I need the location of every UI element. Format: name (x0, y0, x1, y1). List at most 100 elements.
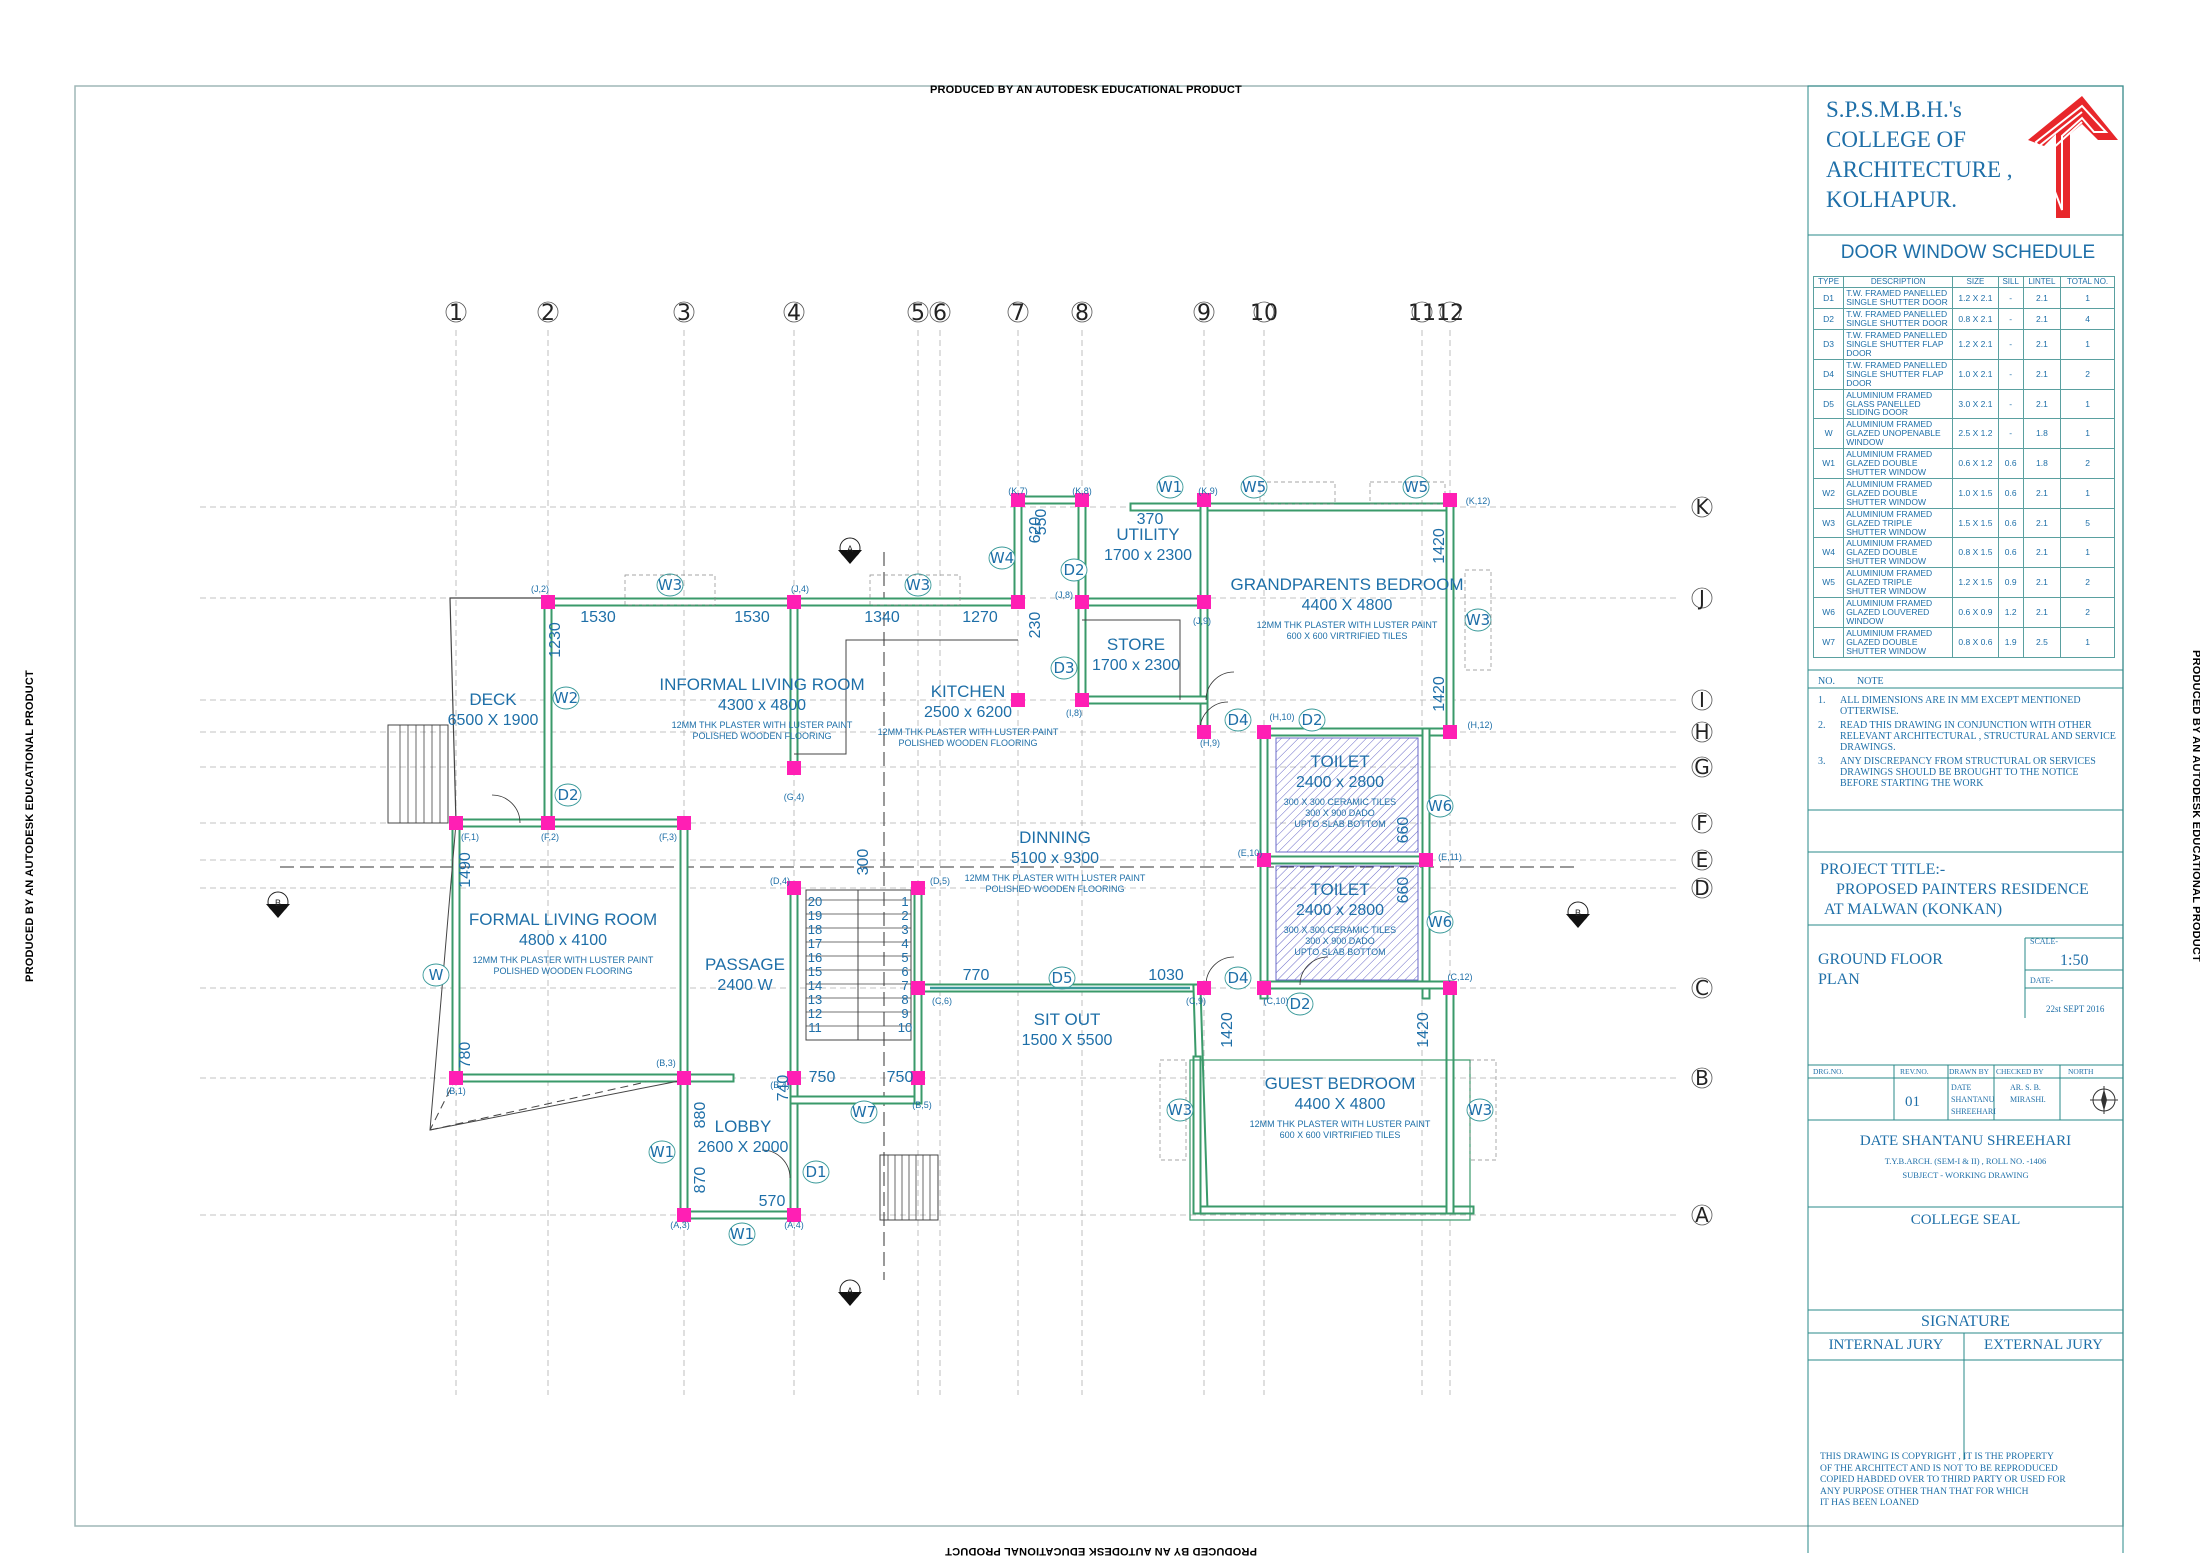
room-name: TOILET (1310, 752, 1369, 771)
schedule-cell: 1.8 (2022, 448, 2062, 479)
schedule-cell: 1.2 X 2.1 (1952, 287, 1999, 310)
grid-bubble (929, 301, 951, 323)
college-line: S.P.S.M.B.H.'s (1826, 97, 1962, 122)
window-outline (624, 574, 716, 606)
project-title-line: PROPOSED PAINTERS RESIDENCE (1836, 881, 2089, 898)
column (541, 595, 555, 609)
door-swing (761, 1149, 791, 1179)
grid-row-label: B (1695, 1066, 1709, 1090)
ramp-line (429, 1081, 647, 1131)
room-name: STORE (1107, 635, 1165, 654)
grid-column-label: 12 (1436, 301, 1464, 326)
opening-tag-icon (988, 546, 1016, 570)
dimension-label: 880 (692, 1102, 709, 1129)
column (677, 1071, 691, 1085)
stair-number: 3 (901, 922, 908, 937)
north-header: NORTH (2068, 1067, 2094, 1076)
date-value: 22st SEPT 2016 (2046, 1004, 2105, 1014)
schedule-cell: 1.8 (2022, 418, 2062, 450)
schedule-cell: ALUMINIUM FRAMED GLAZED DOUBLE SHUTTER W… (1843, 477, 1954, 509)
schedule-cell: 1 (2060, 287, 2115, 310)
schedule-cell: ALUMINIUM FRAMED GLAZED DOUBLE SHUTTER W… (1843, 626, 1954, 658)
checked-by-line: MIRASHI. (2010, 1095, 2046, 1104)
opening-tag-icon (554, 783, 582, 807)
schedule-cell: 2.5 X 1.2 (1952, 418, 1999, 450)
schedule-cell: 0.6 (1997, 448, 2024, 479)
opening-tag: D1 (805, 1163, 826, 1181)
stair-number: 20 (808, 894, 822, 909)
room-spec: POLISHED WOODEN FLOORING (493, 966, 632, 976)
drawing-name: GROUND FLOOR PLAN (1818, 950, 1943, 990)
door-swing (491, 794, 521, 824)
grid-bubble (907, 301, 929, 323)
opening-tag-icon (1426, 910, 1454, 934)
drg-no-header: DRG.NO. (1813, 1067, 1844, 1076)
opening-tag-icon (422, 963, 450, 987)
grid-row-label: A (1695, 1203, 1709, 1227)
room-name: FORMAL LIVING ROOM (469, 910, 657, 929)
grid-bubble (1691, 587, 1713, 609)
grid-tag: (J,4) (791, 584, 809, 594)
dimension-label: 780 (457, 1042, 474, 1069)
schedule-cell: 1 (2060, 626, 2115, 658)
opening-tag-icon (728, 1222, 756, 1246)
schedule-cell: 1.0 X 1.5 (1952, 477, 1999, 509)
stair-number: 11 (808, 1020, 822, 1035)
column (1075, 493, 1089, 507)
grid-bubble (1691, 721, 1713, 743)
schedule-header: TOTAL NO. (2060, 275, 2115, 289)
note-text: ALL DIMENSIONS ARE IN MM EXCEPT MENTIONE… (1840, 695, 2081, 717)
room-size: 4400 X 4800 (1302, 597, 1393, 614)
opening-tag: W4 (990, 549, 1014, 567)
grid-column-label: 10 (1250, 301, 1278, 326)
grid-tag: (C,10) (1263, 996, 1288, 1006)
room-spec: 600 X 600 VIRTRIFIED TILES (1287, 631, 1408, 641)
opening-tag-icon (850, 1100, 878, 1124)
room-size: 4300 x 4800 (718, 697, 806, 714)
column (1197, 493, 1211, 507)
column (787, 881, 801, 895)
project-title-line: AT MALWAN (KONKAN) (1824, 901, 2003, 918)
section-marker-label: B (275, 898, 281, 908)
schedule-cell: W3 (1812, 507, 1845, 539)
column (1197, 725, 1211, 739)
watermark-bottom: PRODUCED BY AN AUTODESK EDUCATIONAL PROD… (945, 1545, 1257, 1557)
schedule-cell: 1.0 X 2.1 (1952, 358, 1999, 390)
notes-header-note: NOTE (1856, 676, 1884, 687)
schedule-cell: 0.6 (1997, 537, 2024, 569)
schedule-cell: 1.2 X 1.5 (1952, 567, 1999, 598)
columns (449, 493, 1457, 1222)
opening-tag: D4 (1227, 711, 1248, 729)
grid-tag: (E,11) (1438, 852, 1462, 862)
subject: SUBJECT - WORKING DRAWING (1902, 1170, 2029, 1180)
checked-by-header: CHECKED BY (1996, 1067, 2044, 1076)
dimension-label: 370 (1137, 511, 1164, 528)
grid-tag: (I,8) (1066, 708, 1082, 718)
column (787, 595, 801, 609)
schedule-cell: T.W. FRAMED PANELLED SINGLE SHUTTER DOOR (1843, 287, 1954, 310)
grid-bubble (1439, 301, 1461, 323)
schedule-cell: W4 (1812, 537, 1845, 569)
grid-bubble (1691, 689, 1713, 711)
room-spec: POLISHED WOODEN FLOORING (692, 731, 831, 741)
grid-tag: (F,1) (461, 832, 479, 842)
schedule-cell: ALUMINIUM FRAMED GLASS PANELLED SLIDING … (1843, 388, 1954, 420)
door-swing (1299, 956, 1329, 986)
dimension-label: 1530 (580, 609, 616, 626)
grid-bubble (1691, 756, 1713, 778)
room-size: 4400 X 4800 (1295, 1096, 1386, 1113)
grid-bubble (1193, 301, 1215, 323)
schedule-cell: 2.1 (2022, 507, 2062, 539)
schedule-cell: 0.6 (1997, 477, 2024, 509)
project-title-block: PROJECT TITLE:- PROPOSED PAINTERS RESIDE… (1820, 860, 2089, 920)
opening-tag: W3 (906, 576, 930, 594)
column (1075, 693, 1089, 707)
room-spec: 300 X 300 CERAMIC TILES (1284, 925, 1396, 935)
note-text: ANY DISCREPANCY FROM STRUCTURAL OR SERVI… (1840, 756, 2096, 789)
note-item: 1.ALL DIMENSIONS ARE IN MM EXCEPT MENTIO… (1818, 695, 2118, 717)
room-name: INFORMAL LIVING ROOM (659, 675, 864, 694)
grid-row-label: F (1696, 811, 1708, 835)
grid-bubble (1691, 977, 1713, 999)
ramp-line (429, 1077, 457, 1131)
stair-number: 12 (808, 1006, 822, 1021)
